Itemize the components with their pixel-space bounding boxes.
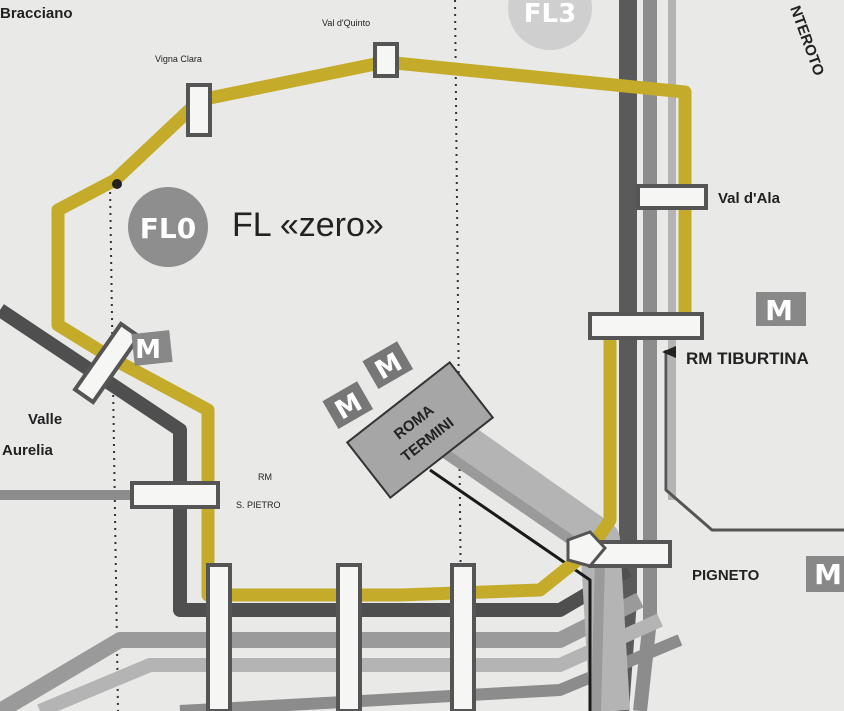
metro-icon-letter: M (765, 294, 793, 327)
label-s-pietro: S. PIETRO (236, 500, 281, 510)
metro-icon: M (131, 330, 173, 366)
station-box-bottom-1 (206, 563, 232, 711)
fl0-badge-circle (128, 187, 208, 267)
ring-node-dot (112, 179, 122, 189)
station-boxes (72, 42, 708, 711)
station-box-bottom-3 (450, 563, 476, 711)
label-val-d-ala: Val d'Ala (718, 190, 781, 207)
station-box-rm-tiburtina (588, 312, 704, 340)
label-vigna-clara: Vigna Clara (155, 54, 202, 64)
label-rm: RM (258, 472, 272, 482)
rail-line (179, 634, 683, 711)
station-box-val-d-ala (636, 184, 708, 210)
label-bracciano: Bracciano (0, 5, 73, 22)
fl0-badge: FL0 (128, 187, 208, 267)
metro-icon-box (131, 330, 173, 366)
pigneto-arrow (566, 530, 608, 568)
label-rm-tiburtina: RM TIBURTINA (686, 349, 809, 368)
metro-icon-box (322, 381, 374, 429)
label-pigneto: PIGNETO (692, 567, 760, 584)
station-box-vigna-clara (186, 83, 212, 137)
roma-termini-box (345, 360, 495, 500)
label-aurelia: Aurelia (2, 442, 54, 459)
metro-icon: M (806, 556, 844, 592)
station-box-val-di-quinto (373, 42, 399, 78)
metro-icon-box (362, 341, 414, 389)
station-box-rm-s-pietro (130, 481, 220, 509)
tiburtina-pointer-icon (662, 346, 676, 358)
metro-icon-box (806, 556, 844, 592)
rail-line (429, 468, 592, 711)
metro-icon-letter: M (135, 335, 161, 365)
metro-icon-letter: M (814, 558, 842, 591)
fl0-badge-text: FL0 (140, 212, 196, 245)
label-val-di-quinto: Val d'Quinto (322, 18, 370, 28)
rail-line (0, 304, 632, 617)
station-box-bottom-2 (336, 563, 362, 711)
label-valle: Valle (28, 411, 62, 428)
station-box-valle-aurelia (72, 321, 142, 405)
fl3-badge-circle (508, 0, 592, 50)
map-title: FL «zero» (232, 206, 384, 244)
fl3-badge: FL3 (508, 0, 592, 50)
fl3-badge-text: FL3 (524, 0, 576, 29)
rail-line (664, 350, 844, 532)
metro-icon-box (756, 292, 806, 326)
metro-icon: M (756, 292, 806, 327)
